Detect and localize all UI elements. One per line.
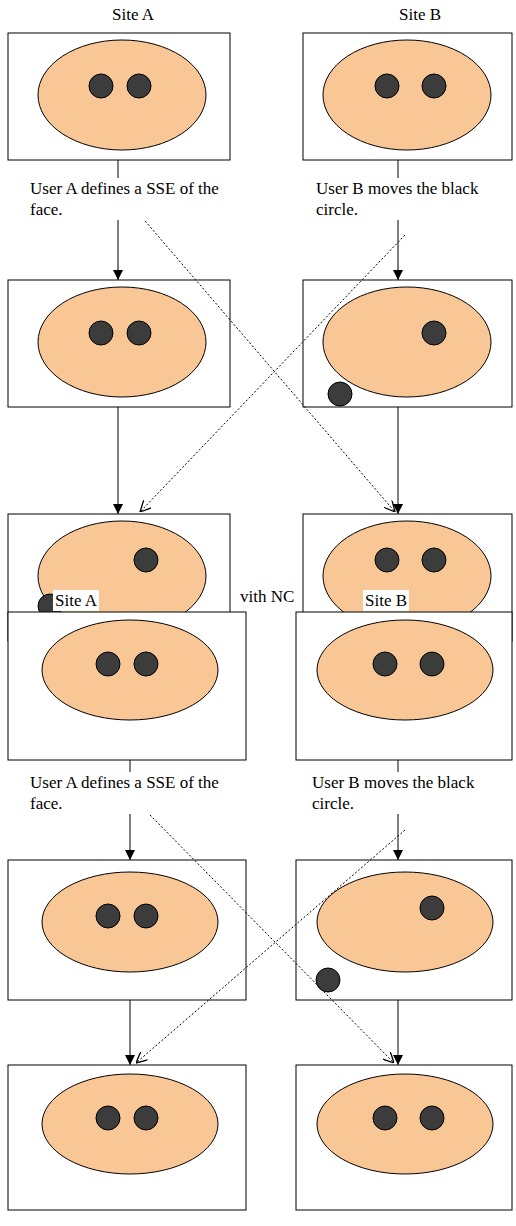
action-caption: User A defines a SSE of the face. (28, 772, 240, 814)
site-heading: Site B (397, 4, 443, 25)
figure-one (8, 33, 512, 641)
site-heading: Site A (110, 4, 156, 25)
site-heading: Site A (53, 590, 99, 611)
action-caption: User B moves the black circle. (310, 772, 512, 814)
caption-fragment: vith NC (238, 586, 296, 607)
figure-two (8, 612, 512, 1210)
site-heading: Site B (363, 590, 409, 611)
action-caption: User B moves the black circle. (314, 178, 512, 220)
action-caption: User A defines a SSE of the face. (28, 178, 228, 220)
